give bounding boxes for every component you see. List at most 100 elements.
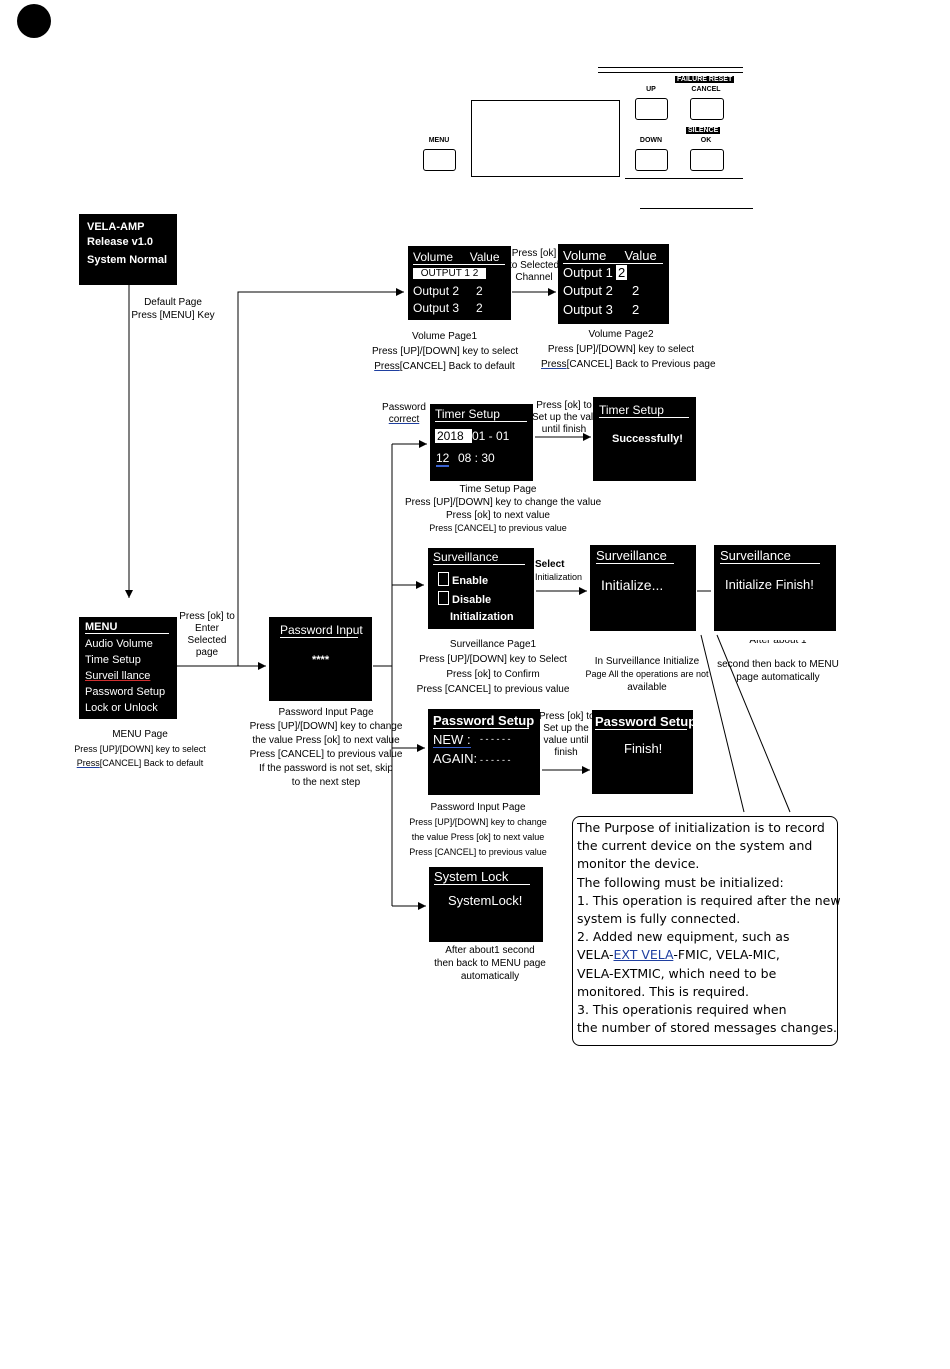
timer-setup-screen: Timer Setup 2018 01 - 01 12 08 : 30 (430, 404, 533, 481)
volume2-row1-label: Output 1 (563, 265, 613, 280)
pwset-arrow-label-1: Press [ok] to (539, 711, 595, 722)
up-key-label: UP (646, 86, 656, 93)
timer1-caption-4: Press [CANCEL] to previous value (429, 523, 567, 533)
surv1-caption-1: Surveillance Page1 (449, 639, 537, 650)
timer1-year[interactable]: 2018 (435, 429, 472, 443)
password-input-caption: Password Input Page Press [UP]/[DOWN] ke… (245, 706, 407, 790)
volume1-caption-3-rest: [CANCEL] Back to default (399, 361, 515, 372)
menu-caption-press: Press (76, 758, 100, 768)
volume1-header-volume: Volume (413, 250, 454, 264)
pwset1-caption-1: Password Input Page (430, 802, 526, 813)
surv1-option-disable[interactable]: Disable (438, 591, 491, 606)
volume2-header-value: Value (624, 248, 657, 263)
lock-message: SystemLock! (448, 893, 523, 908)
note-line-7: 2. Added new equipment, such as (577, 929, 790, 945)
note-line-6: system is fully connected. (577, 911, 741, 927)
volume1-row3-value: 2 (476, 301, 483, 315)
password-input-screen: Password Input **** (269, 617, 372, 701)
volume-arrow-label-2: to Selected (509, 260, 560, 271)
enter-label-3: Selected (187, 635, 227, 646)
timer-arrow-label: Press [ok] to Set up the valu until fini… (532, 400, 599, 436)
note-line-10: monitored. This is required. (577, 983, 750, 999)
cancel-key[interactable] (690, 98, 724, 120)
menu-item-password-setup[interactable]: Password Setup (85, 686, 166, 698)
note-line-8a: VELA- (577, 947, 614, 963)
menu-key[interactable] (423, 149, 456, 171)
pwset-arrow-label-3: value until (543, 735, 589, 746)
volume2-row2-label: Output 2 (563, 283, 613, 298)
menu-caption-1: MENU Page (112, 729, 168, 740)
timer1-title: Timer Setup (435, 407, 527, 422)
up-key[interactable] (635, 98, 668, 120)
default-caption-1: Default Page (144, 297, 202, 308)
volume1-header: Volume Value (413, 250, 505, 265)
volume1-row2-label: Output 2 (413, 284, 460, 298)
silence-badge: SILENCE (686, 127, 721, 134)
note-line-9: VELA-EXTMIC, which need to be (577, 965, 777, 981)
volume2-caption-3-rest: [CANCEL] Back to Previous page (566, 359, 716, 370)
menu-caption-3: Press[CANCEL] Back to default (70, 756, 210, 770)
menu-item-lock-unlock[interactable]: Lock or Unlock (85, 702, 158, 714)
surv1-caption-3: Press [ok] to Confirm (446, 669, 540, 680)
default-screen: VELA-AMP Release v1.0 System Normal (79, 214, 177, 285)
menu-item-surveillance[interactable]: Surveil llance (85, 670, 151, 682)
password-input-value: **** (312, 654, 330, 666)
pwset1-new-value[interactable]: - - - - - - (480, 734, 511, 744)
note-line-8: VELA-EXT VELA-FMIC, VELA-MIC, (577, 946, 837, 964)
surv1-title: Surveillance (433, 550, 525, 565)
volume1-caption-3: Press[CANCEL] Back to default (372, 359, 517, 374)
disable-checkbox[interactable] (438, 591, 449, 605)
down-key[interactable] (635, 149, 668, 171)
volume2-header: Volume Value (563, 248, 663, 264)
menu-caption: MENU Page Press [UP]/[DOWN] key to selec… (70, 728, 210, 770)
surveillance-arrow-label: Select Initialization (535, 559, 587, 583)
surveillance-page1-caption: Surveillance Page1 Press [UP]/[DOWN] key… (415, 637, 571, 697)
pwset1-title: Password Setup (433, 713, 535, 729)
pwset1-new-label: NEW : (433, 732, 471, 748)
note-line-3: monitor the device. (577, 856, 700, 872)
timer-arrow-label-2: Set up the valu (532, 412, 599, 423)
surv2-title: Surveillance (596, 548, 674, 564)
keypad-rule-top (598, 67, 743, 73)
password-setup-caption: Password Input Page Press [UP]/[DOWN] ke… (405, 800, 551, 860)
pwset2-message: Finish! (624, 741, 663, 756)
default-line-1: VELA-AMP (87, 221, 145, 233)
password-caption-5: If the password is not set, skip (259, 763, 393, 774)
volume-arrow-label: Press [ok] to Selected Channel (509, 248, 559, 284)
pwset1-caption-2: Press [UP]/[DOWN] key to change (409, 817, 547, 827)
volume2-header-volume: Volume (563, 248, 607, 263)
timer1-date-rest: 01 - 01 (472, 429, 510, 443)
timer-arrow-label-1: Press [ok] to (536, 400, 592, 411)
password-setup-arrow-label: Press [ok] to Set up the value until fin… (539, 711, 595, 759)
pwset1-caption-3: the value Press [ok] to next value (411, 832, 545, 842)
note-line-8c: -FMIC, VELA-MIC, (673, 947, 780, 963)
surveillance-finish-screen: Surveillance Initialize Finish! (714, 545, 836, 631)
surv1-option-enable[interactable]: Enable (438, 572, 488, 587)
password-caption-3: the value Press [ok] to next value (252, 735, 400, 746)
volume2-row1-value[interactable]: 2 (616, 265, 628, 280)
keypad-rule-bottom (625, 178, 743, 179)
pwset1-again-value[interactable]: - - - - - - (480, 755, 511, 765)
password-caption-2: Press [UP]/[DOWN] key to change (249, 721, 403, 732)
volume1-row2-value: 2 (476, 284, 483, 298)
surveillance-finish-caption: After about 1 second then back to MENU p… (714, 640, 842, 684)
default-line-2: Release v1.0 (87, 236, 154, 248)
surv1-option-initialization[interactable]: Initialization (450, 611, 514, 623)
menu-item-time-setup[interactable]: Time Setup (85, 654, 141, 666)
volume1-row-selected[interactable]: OUTPUT 1 2 (413, 268, 486, 279)
menu-item-audio-volume[interactable]: Audio Volume (85, 638, 153, 650)
surveillance-initializing-screen: Surveillance Initialize... (590, 545, 696, 631)
down-key-label: DOWN (639, 137, 663, 144)
note-line-2: the current device on the system and (577, 838, 813, 854)
note-line-4: The following must be initialized: (577, 874, 784, 890)
initialization-note: The Purpose of initialization is to reco… (572, 816, 841, 1046)
volume2-caption-press: Press (541, 359, 567, 370)
enable-checkbox[interactable] (438, 572, 449, 586)
surv1-enable-label: Enable (452, 575, 489, 587)
surv3-caption-2: second then back to MENU (717, 659, 839, 670)
surv2-caption-2: Page All the operations are not (585, 669, 709, 679)
ok-key[interactable] (690, 149, 724, 171)
password-input-title: Password Input (280, 623, 363, 638)
note-line-1: The Purpose of initialization is to reco… (577, 820, 825, 835)
